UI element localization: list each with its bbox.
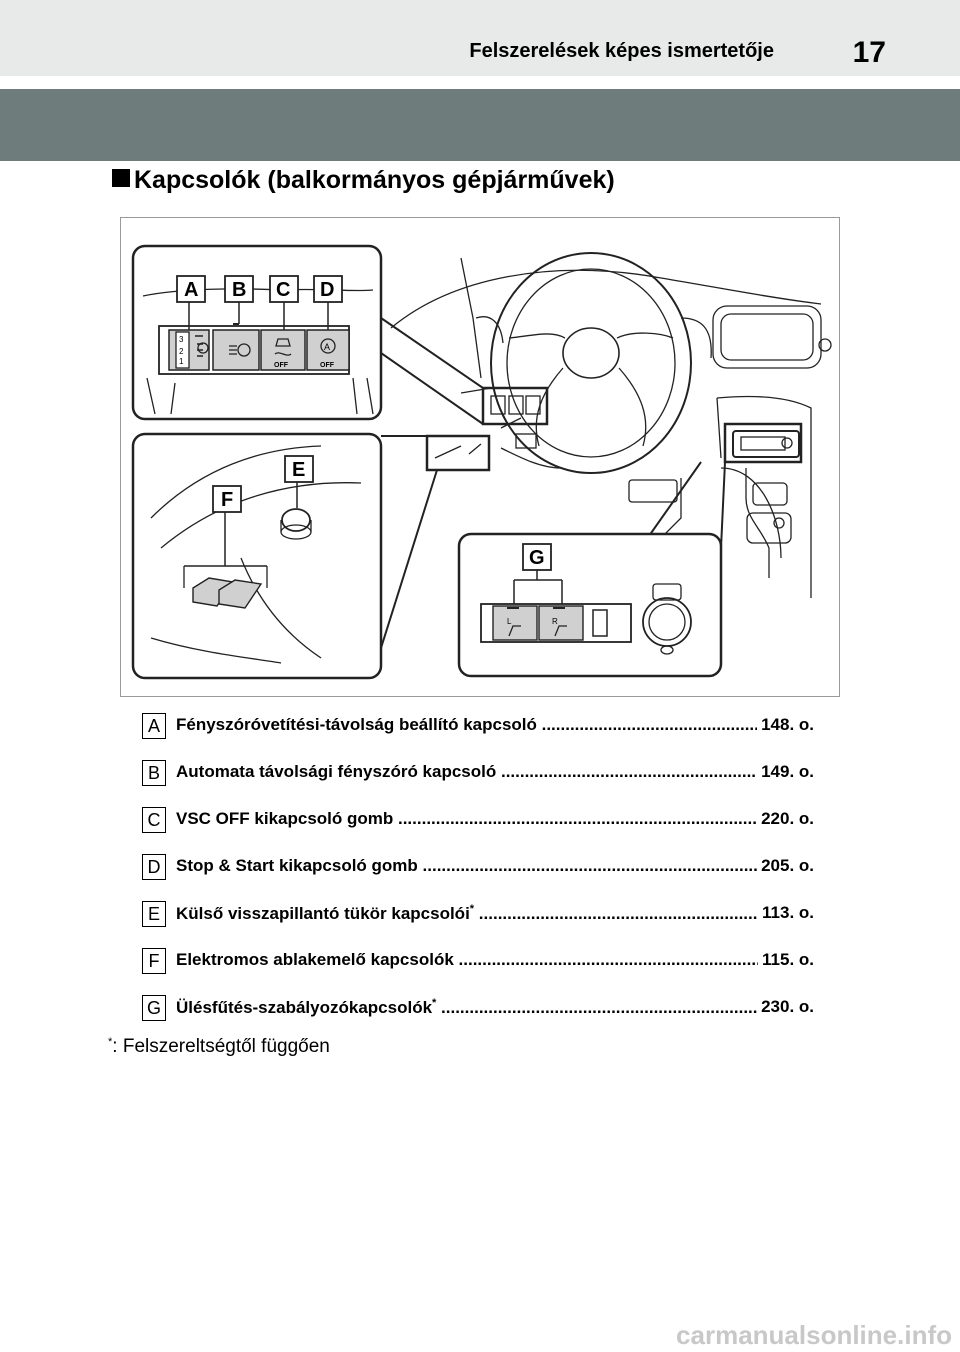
callout-badge-d bbox=[313, 275, 343, 303]
footnote-star: * bbox=[108, 1036, 113, 1048]
item-badge: E bbox=[142, 901, 166, 927]
page-reference-link[interactable]: 115. o. bbox=[758, 950, 814, 970]
dashboard-sketch bbox=[390, 252, 832, 598]
callout-badge-b bbox=[224, 275, 254, 303]
page-reference-link[interactable]: 220. o. bbox=[757, 809, 814, 829]
header-strip bbox=[0, 0, 960, 76]
svg-text:A: A bbox=[324, 342, 330, 352]
item-badge: A bbox=[142, 713, 166, 739]
svg-text:D: D bbox=[320, 279, 334, 301]
callout-badge-e bbox=[284, 455, 314, 483]
callout-badge-g bbox=[522, 543, 552, 571]
highlight-box-g bbox=[723, 422, 803, 464]
item-badge: D bbox=[142, 854, 166, 880]
svg-text:C: C bbox=[276, 279, 290, 301]
item-label: Külső visszapillantó tükör kapcsolói* bbox=[176, 903, 814, 924]
auto-high-beam-icon bbox=[229, 323, 251, 357]
vsc-off-icon: OFF bbox=[274, 338, 292, 369]
level-label-3: 3 bbox=[179, 335, 184, 344]
page-reference-link[interactable]: 113. o. bbox=[758, 903, 814, 923]
svg-text:F: F bbox=[221, 489, 233, 511]
svg-text:E: E bbox=[292, 459, 305, 481]
item-label: Automata távolsági fényszóró kapcsoló bbox=[176, 762, 814, 782]
callout-panel-abcd: 3 2 1 OFF A OFF A B C D bbox=[131, 244, 383, 421]
callout-panel-ef: F E bbox=[131, 432, 383, 680]
page-reference-link[interactable]: 230. o. bbox=[757, 997, 814, 1017]
vsc-off-label: OFF bbox=[274, 362, 289, 369]
list-item: B Automata távolsági fényszóró kapcsoló … bbox=[142, 758, 814, 805]
item-badge: G bbox=[142, 995, 166, 1021]
header-section-title: Felszerelések képes ismertetője bbox=[469, 40, 774, 62]
page-reference-link[interactable]: 149. o. bbox=[757, 762, 814, 782]
stop-start-off-label: OFF bbox=[320, 362, 335, 369]
item-badge: C bbox=[142, 807, 166, 833]
item-label: VSC OFF kikapcsoló gomb bbox=[176, 809, 814, 829]
footnote-text: : Felszereltségtől függően bbox=[112, 1036, 330, 1057]
seat-heater-right-label: R bbox=[552, 617, 558, 626]
highlight-box-ef bbox=[425, 434, 491, 472]
level-label-2: 2 bbox=[179, 347, 184, 356]
list-item: G Ülésfűtés-szabályozókapcsolók* 230. o. bbox=[142, 993, 814, 1040]
highlight-box-abcd bbox=[481, 386, 549, 426]
callout-badge-c bbox=[269, 275, 299, 303]
header-band bbox=[0, 89, 960, 161]
svg-text:G: G bbox=[529, 547, 545, 569]
list-item: D Stop & Start kikapcsoló gomb 205. o. bbox=[142, 852, 814, 899]
seat-heater-left-label: L bbox=[507, 617, 512, 626]
svg-text:B: B bbox=[232, 279, 246, 301]
item-badge: B bbox=[142, 760, 166, 786]
seat-heater-icon bbox=[508, 625, 567, 637]
dashboard-illustration: 3 2 1 OFF A OFF A B C D bbox=[131, 244, 832, 680]
list-item: E Külső visszapillantó tükör kapcsolói* … bbox=[142, 899, 814, 946]
list-item: A Fényszóróvetítési-távolság beállító ka… bbox=[142, 711, 814, 758]
page-reference-link[interactable]: 205. o. bbox=[757, 856, 814, 876]
square-bullet-icon bbox=[112, 169, 130, 187]
stop-start-off-icon: A OFF bbox=[320, 338, 336, 369]
level-label-1: 1 bbox=[179, 357, 184, 366]
list-item: F Elektromos ablakemelő kapcsolók 115. o… bbox=[142, 946, 814, 993]
watermark: carmanualsonline.info bbox=[676, 1320, 952, 1350]
footnote-marker: * bbox=[469, 903, 475, 915]
page-number: 17 bbox=[852, 36, 886, 69]
callout-panel-g: L R G bbox=[457, 532, 723, 678]
page-reference-link[interactable]: 148. o. bbox=[757, 715, 814, 735]
footnote: *: Felszereltségtől függően bbox=[108, 1036, 330, 1058]
callout-badge-f bbox=[212, 485, 242, 513]
svg-text:A: A bbox=[184, 279, 198, 301]
callout-badge-a bbox=[176, 275, 206, 303]
footnote-marker: * bbox=[432, 997, 437, 1009]
item-label: Ülésfűtés-szabályozókapcsolók* bbox=[176, 997, 814, 1018]
list-item: C VSC OFF kikapcsoló gomb 220. o. bbox=[142, 805, 814, 852]
item-badge: F bbox=[142, 948, 166, 974]
section-title: Kapcsolók (balkormányos gépjárművek) bbox=[112, 166, 615, 195]
item-label: Fényszóróvetítési-távolság beállító kapc… bbox=[176, 715, 814, 735]
dashboard-figure: 3 2 1 OFF A OFF A B C D bbox=[120, 217, 840, 697]
item-label: Elektromos ablakemelő kapcsolók bbox=[176, 950, 814, 970]
item-label: Stop & Start kikapcsoló gomb bbox=[176, 856, 814, 876]
switch-list: A Fényszóróvetítési-távolság beállító ka… bbox=[142, 711, 814, 1040]
section-title-text: Kapcsolók (balkormányos gépjárművek) bbox=[134, 166, 615, 194]
